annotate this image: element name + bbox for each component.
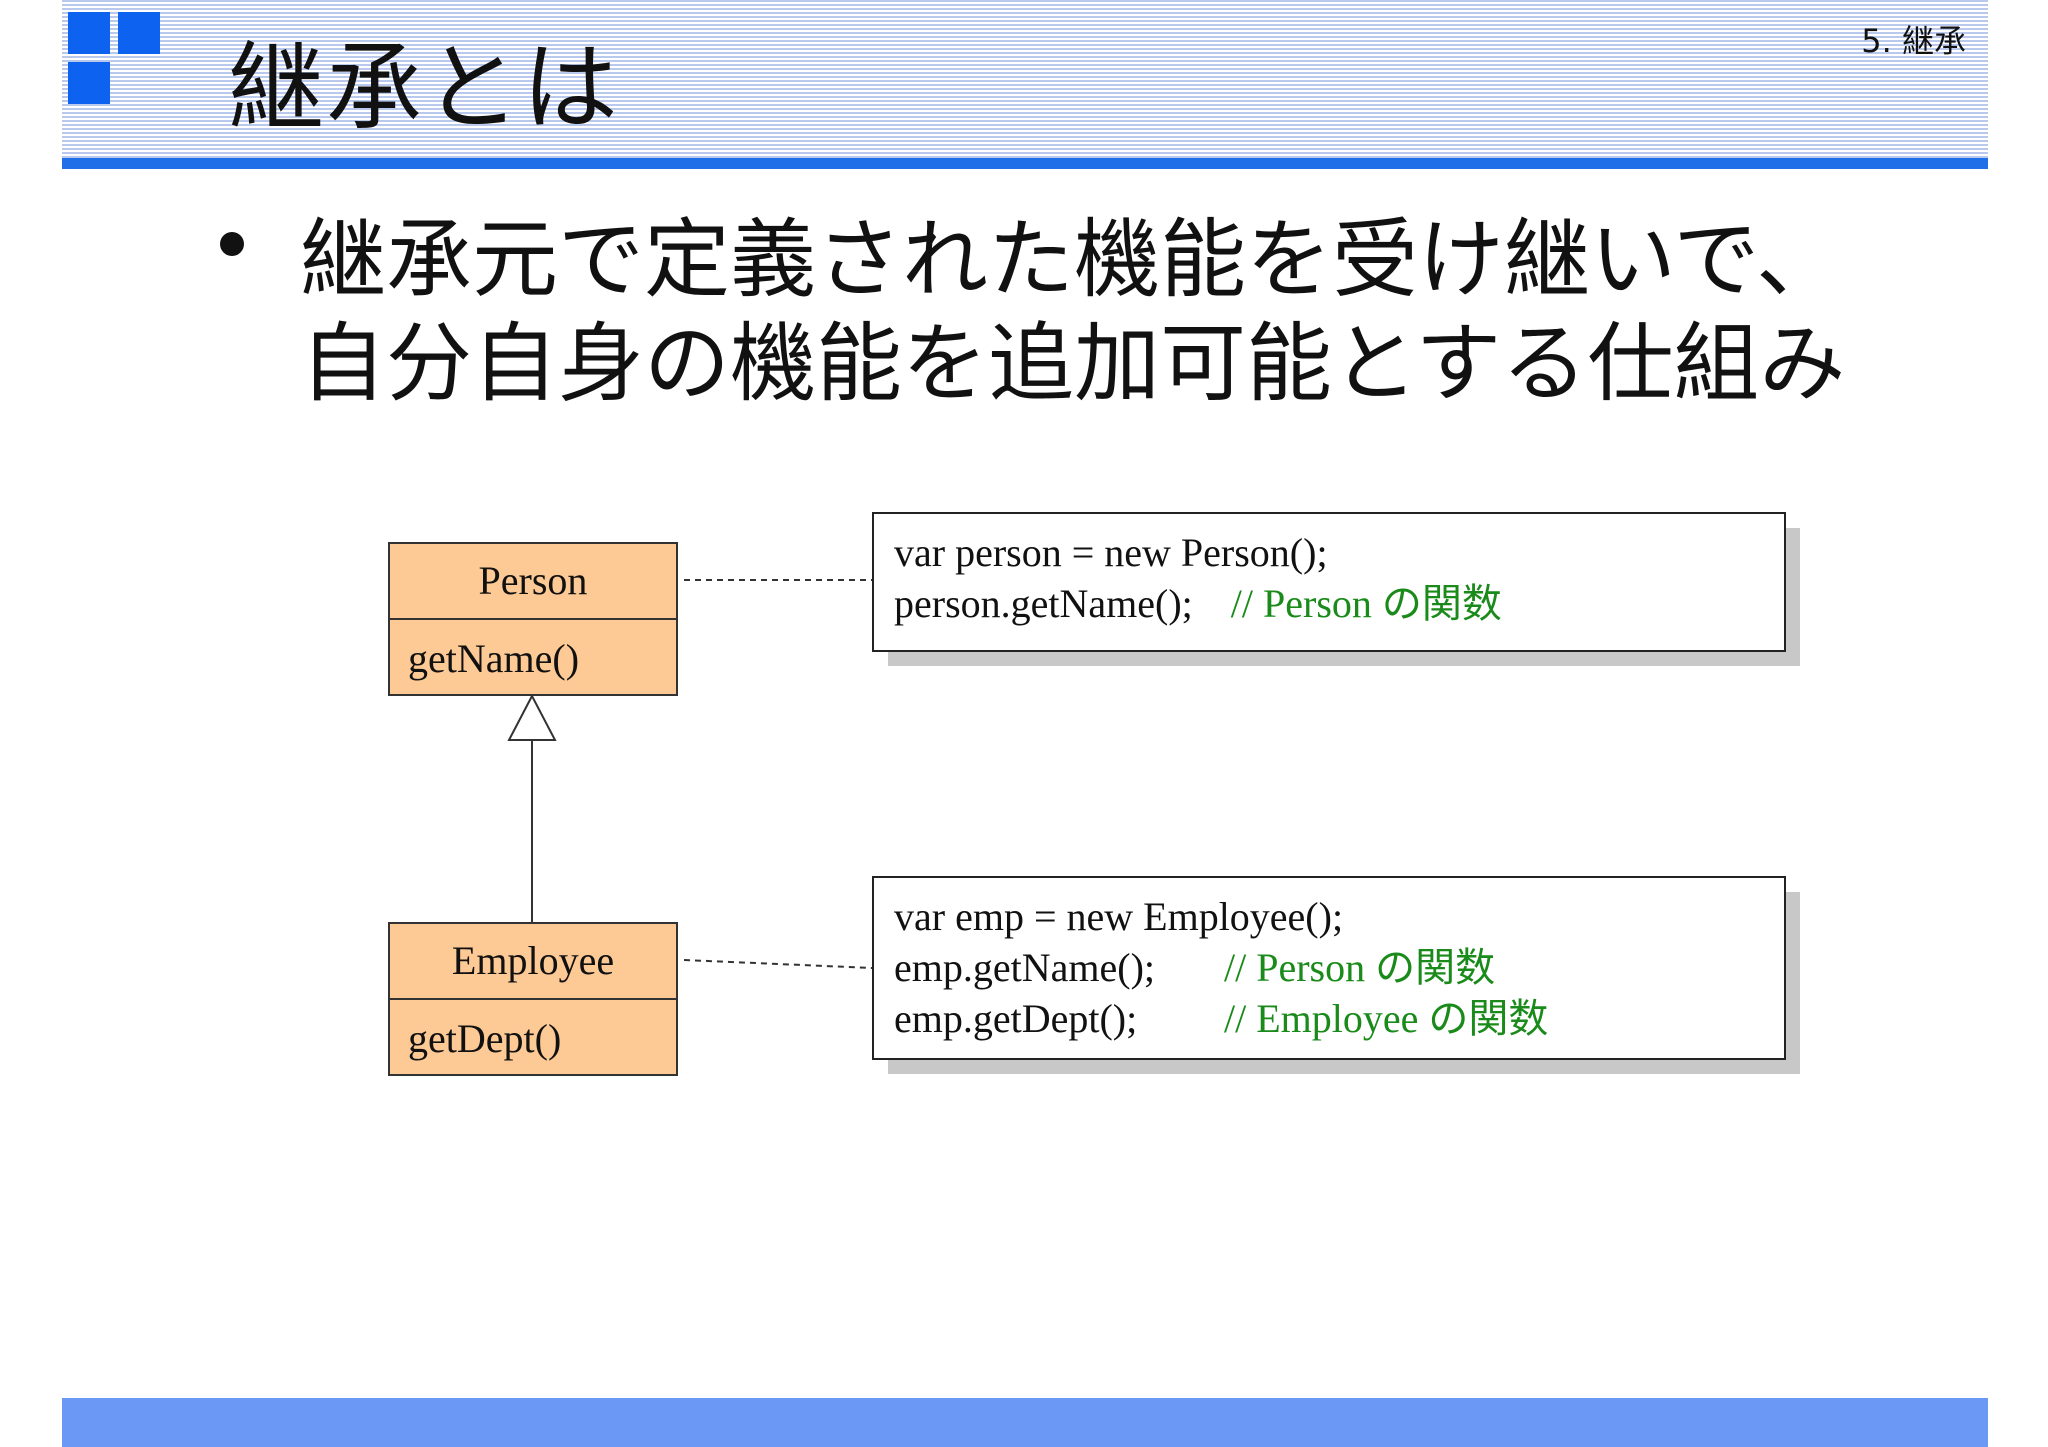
code-line: var emp = new Employee();	[894, 894, 1344, 939]
class-person-name: Person	[390, 544, 676, 620]
code-comment: // Employee の関数	[1224, 996, 1549, 1041]
code-line: emp.getName(); // Person の関数	[894, 943, 1495, 993]
code-text: emp.getName();	[894, 945, 1155, 990]
header-band	[62, 0, 1988, 158]
bullet-icon	[220, 232, 244, 256]
bullet-line-1: 継承元で定義された機能を受け継いで、	[300, 210, 1842, 310]
employee-code-link	[683, 959, 873, 969]
section-label: 5. 継承	[1861, 22, 1966, 60]
footer-band	[62, 1398, 1988, 1447]
inheritance-arrowhead	[507, 693, 557, 741]
code-comment: // Person の関数	[1224, 945, 1496, 990]
slide-title: 継承とは	[228, 32, 620, 144]
class-employee: Employee getDept()	[388, 922, 678, 1076]
code-comment: // Person の関数	[1230, 581, 1502, 626]
class-person: Person getName()	[388, 542, 678, 696]
header-underline	[62, 158, 1988, 169]
code-box-person: var person = new Person(); person.getNam…	[872, 512, 1786, 652]
code-line: person.getName(); // Person の関数	[894, 579, 1502, 629]
code-line: var person = new Person();	[894, 530, 1328, 575]
class-employee-method: getDept()	[408, 1016, 562, 1061]
class-employee-name: Employee	[390, 924, 676, 1000]
bullet-line-2: 自分自身の機能を追加可能とする仕組み	[300, 314, 1846, 414]
code-text: emp.getDept();	[894, 996, 1138, 1041]
code-line: emp.getDept(); // Employee の関数	[894, 994, 1548, 1044]
code-box-employee: var emp = new Employee(); emp.getName();…	[872, 876, 1786, 1060]
code-text: person.getName();	[894, 581, 1193, 626]
class-person-method: getName()	[408, 636, 580, 681]
